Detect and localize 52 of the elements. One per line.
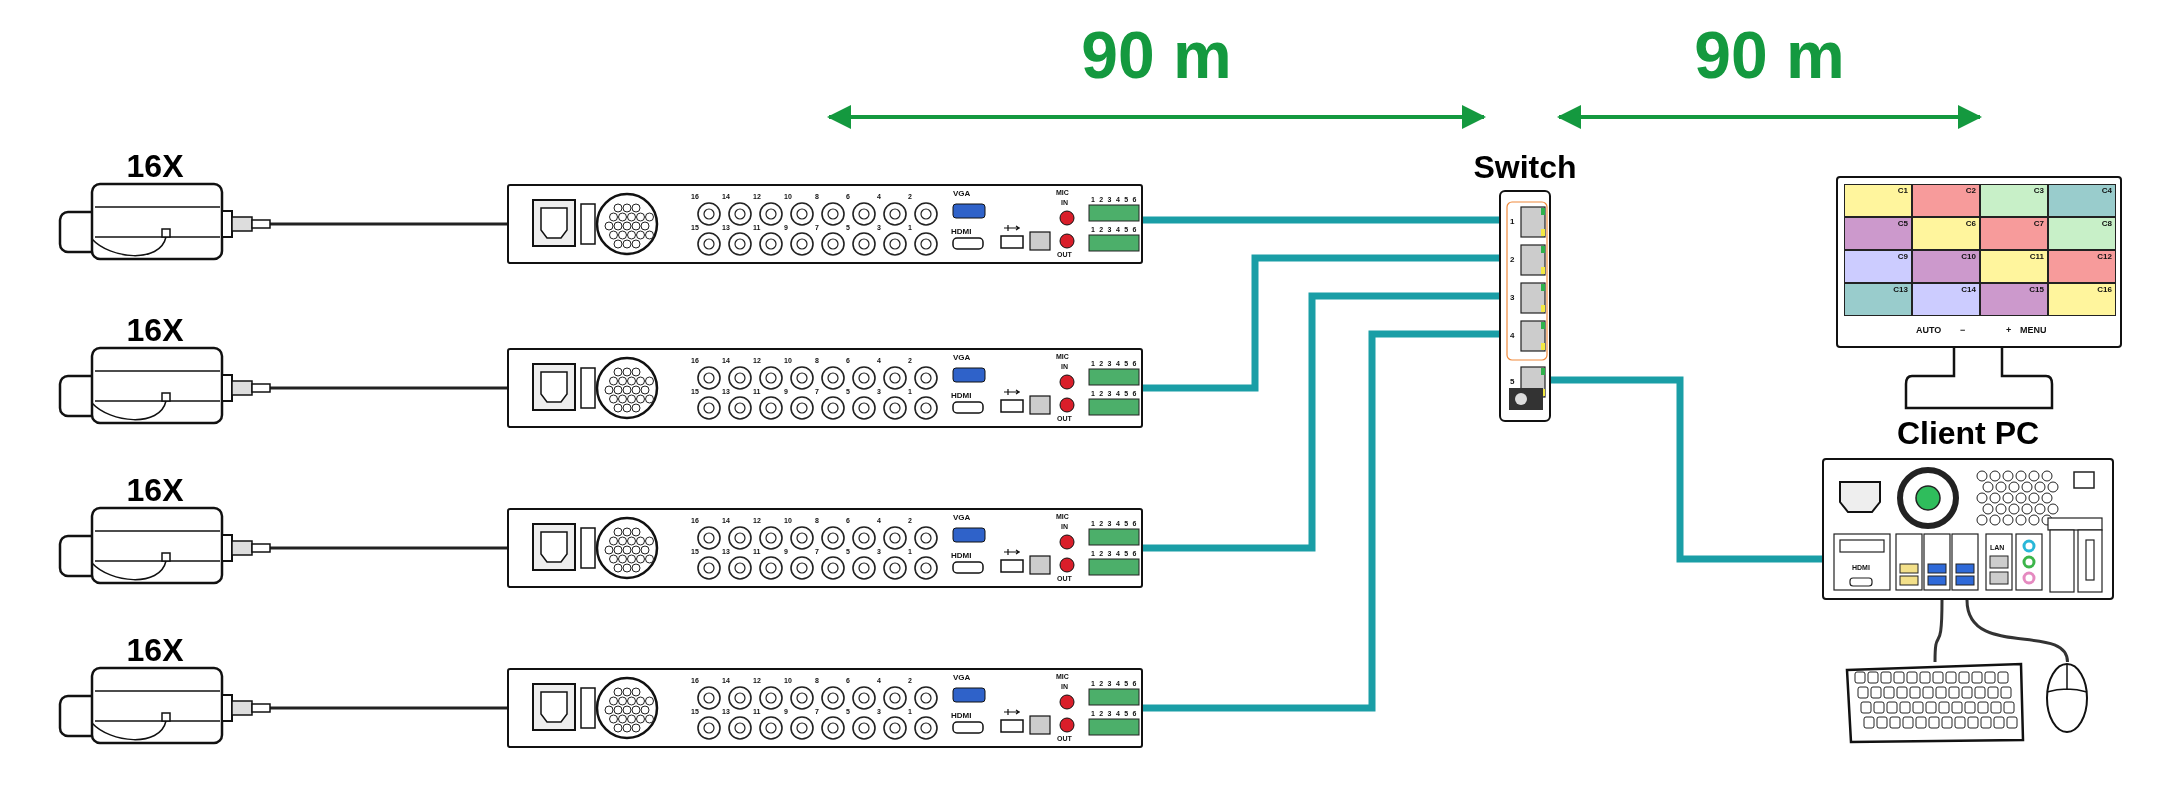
channel-label: C6 (1965, 220, 1976, 228)
channel-label: C13 (1893, 286, 1908, 294)
cable (270, 706, 507, 710)
port-label: HDMI (951, 392, 972, 400)
channel-label: C1 (1897, 187, 1908, 195)
channel-label: C16 (2097, 286, 2112, 294)
camera-heading: 16X (125, 633, 185, 669)
channel-label: C8 (2101, 220, 2112, 228)
cable (270, 546, 507, 550)
network-cable (1143, 216, 1499, 224)
channel-label: C15 (2029, 286, 2044, 294)
cable (270, 386, 507, 390)
distance-label: 90 m (1694, 22, 1845, 88)
channel-label: C7 (2033, 220, 2044, 228)
port-label: VGA (953, 354, 971, 362)
cable (1965, 599, 2069, 663)
monitor-button-label: MENU (2020, 326, 2047, 335)
network-cable (1143, 254, 1499, 392)
channel-label: C14 (1961, 286, 1976, 294)
camera-heading: 16X (125, 473, 185, 509)
port-number: 4 (1510, 332, 1515, 340)
port-number: 2 (1510, 256, 1515, 264)
port-label: HDMI (951, 552, 972, 560)
camera-heading: 16X (125, 149, 185, 185)
port-label: HDMI (951, 712, 972, 720)
switch-heading: Switch (1472, 150, 1578, 186)
channel-label: C5 (1897, 220, 1908, 228)
port-label: HDMI (951, 228, 972, 236)
cable (1933, 600, 1944, 663)
channel-label: C10 (1961, 253, 1976, 261)
monitor-button-label: − (1960, 326, 1966, 335)
port-label: VGA (953, 514, 971, 522)
port-number: 3 (1510, 294, 1515, 302)
network-cable (1551, 376, 1822, 563)
channel-label: C11 (2029, 253, 2044, 261)
pc-heading: Client PC (1895, 416, 2041, 452)
network-cable (1143, 330, 1499, 712)
port-label: VGA (953, 674, 971, 682)
channel-label: C2 (1965, 187, 1976, 195)
camera-heading: 16X (125, 313, 185, 349)
port-number: 5 (1510, 378, 1515, 386)
channel-label: C9 (1897, 253, 1908, 261)
port-number: 1 (1510, 218, 1515, 226)
monitor-button-label: AUTO (1916, 326, 1942, 335)
distance-label: 90 m (1081, 22, 1232, 88)
channel-label: C3 (2033, 187, 2044, 195)
channel-label: C4 (2101, 187, 2112, 195)
cable (270, 222, 507, 226)
monitor-button-label: + (2006, 326, 2012, 335)
network-cable (1143, 292, 1499, 552)
port-label: VGA (953, 190, 971, 198)
channel-label: C12 (2097, 253, 2112, 261)
